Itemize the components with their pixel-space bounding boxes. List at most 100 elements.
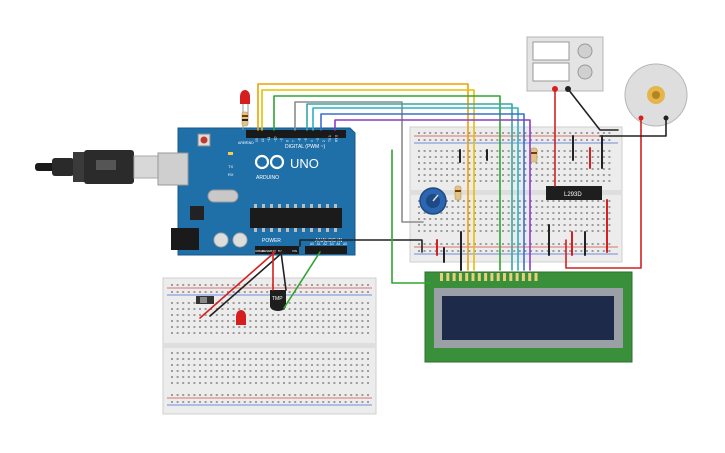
breadboard-hole[interactable] <box>333 284 336 286</box>
breadboard-hole[interactable] <box>507 139 510 141</box>
breadboard-hole[interactable] <box>479 139 482 141</box>
breadboard-hole[interactable] <box>530 206 532 208</box>
breadboard-hole[interactable] <box>187 382 190 384</box>
breadboard-hole[interactable] <box>361 401 364 403</box>
breadboard-hole[interactable] <box>327 326 330 328</box>
breadboard-hole[interactable] <box>260 376 263 378</box>
breadboard-hole[interactable] <box>423 132 426 134</box>
breadboard-hole[interactable] <box>580 224 583 226</box>
breadboard-hole[interactable] <box>238 401 241 403</box>
breadboard-hole[interactable] <box>322 284 325 286</box>
breadboard-hole[interactable] <box>299 394 302 396</box>
breadboard-hole[interactable] <box>361 314 364 316</box>
breadboard-hole[interactable] <box>193 401 196 403</box>
breadboard-hole[interactable] <box>288 370 291 372</box>
breadboard-hole[interactable] <box>249 358 252 360</box>
breadboard-hole[interactable] <box>266 326 269 328</box>
breadboard-hole[interactable] <box>468 180 471 182</box>
breadboard-hole[interactable] <box>552 150 555 152</box>
breadboard-hole[interactable] <box>367 376 369 378</box>
breadboard-hole[interactable] <box>524 230 527 232</box>
breadboard-hole[interactable] <box>311 284 313 286</box>
breadboard-hole[interactable] <box>462 212 465 214</box>
breadboard-hole[interactable] <box>277 382 280 384</box>
breadboard-hole[interactable] <box>322 332 325 334</box>
breadboard-hole[interactable] <box>327 320 330 322</box>
breadboard-hole[interactable] <box>367 284 369 286</box>
wire-green-lcd[interactable] <box>391 149 431 284</box>
breadboard-hole[interactable] <box>418 139 420 141</box>
breadboard-hole[interactable] <box>204 401 207 403</box>
breadboard-hole[interactable] <box>361 370 364 372</box>
breadboard-hole[interactable] <box>474 132 476 134</box>
breadboard-hole[interactable] <box>299 364 302 366</box>
breadboard-hole[interactable] <box>182 320 185 322</box>
breadboard-hole[interactable] <box>602 168 605 170</box>
breadboard-hole[interactable] <box>327 302 330 304</box>
breadboard-hole[interactable] <box>546 132 549 134</box>
breadboard-hole[interactable] <box>243 401 246 403</box>
breadboard-hole[interactable] <box>513 212 516 214</box>
breadboard-hole[interactable] <box>288 291 291 293</box>
breadboard-hole[interactable] <box>524 218 527 220</box>
breadboard-hole[interactable] <box>316 314 319 316</box>
breadboard-hole[interactable] <box>299 284 302 286</box>
breadboard-hole[interactable] <box>541 218 544 220</box>
breadboard-hole[interactable] <box>451 206 454 208</box>
breadboard-hole[interactable] <box>361 320 364 322</box>
breadboard-hole[interactable] <box>602 224 605 226</box>
breadboard-hole[interactable] <box>451 230 454 232</box>
breadboard-hole[interactable] <box>249 382 252 384</box>
breadboard-hole[interactable] <box>502 132 504 134</box>
breadboard-hole[interactable] <box>507 174 510 176</box>
breadboard-hole[interactable] <box>468 218 471 220</box>
breadboard-hole[interactable] <box>451 168 454 170</box>
breadboard-hole[interactable] <box>423 250 426 252</box>
breadboard-hole[interactable] <box>552 218 555 220</box>
breadboard-hole[interactable] <box>367 382 369 384</box>
breadboard-hole[interactable] <box>199 284 201 286</box>
breadboard-hole[interactable] <box>204 376 207 378</box>
breadboard-hole[interactable] <box>361 382 364 384</box>
breadboard-hole[interactable] <box>215 326 218 328</box>
breadboard-hole[interactable] <box>485 180 488 182</box>
breadboard-hole[interactable] <box>182 302 185 304</box>
breadboard-hole[interactable] <box>322 382 325 384</box>
breadboard-hole[interactable] <box>507 250 510 252</box>
breadboard-hole[interactable] <box>316 382 319 384</box>
breadboard-hole[interactable] <box>249 364 252 366</box>
breadboard-hole[interactable] <box>468 230 471 232</box>
breadboard-hole[interactable] <box>339 376 341 378</box>
breadboard-hole[interactable] <box>591 243 594 245</box>
breadboard-hole[interactable] <box>479 132 482 134</box>
breadboard-hole[interactable] <box>305 382 308 384</box>
breadboard-hole[interactable] <box>221 284 224 286</box>
breadboard-hole[interactable] <box>563 168 566 170</box>
led-red-bottom[interactable] <box>236 310 246 325</box>
breadboard-hole[interactable] <box>490 139 493 141</box>
breadboard-hole[interactable] <box>283 364 285 366</box>
breadboard-hole[interactable] <box>513 200 516 202</box>
breadboard-hole[interactable] <box>344 382 347 384</box>
breadboard-hole[interactable] <box>249 308 252 310</box>
lcd-pin[interactable] <box>521 273 525 281</box>
breadboard-hole[interactable] <box>210 320 213 322</box>
breadboard-hole[interactable] <box>479 212 482 214</box>
breadboard-hole[interactable] <box>260 326 263 328</box>
breadboard-hole[interactable] <box>176 291 179 293</box>
breadboard-hole[interactable] <box>558 174 560 176</box>
breadboard-hole[interactable] <box>423 168 426 170</box>
breadboard-hole[interactable] <box>344 352 347 354</box>
breadboard-hole[interactable] <box>322 302 325 304</box>
breadboard-hole[interactable] <box>558 243 560 245</box>
breadboard-hole[interactable] <box>238 284 241 286</box>
breadboard-hole[interactable] <box>574 132 577 134</box>
breadboard-hole[interactable] <box>277 364 280 366</box>
breadboard-hole[interactable] <box>187 376 190 378</box>
breadboard-hole[interactable] <box>182 401 185 403</box>
breadboard-hole[interactable] <box>316 332 319 334</box>
breadboard-hole[interactable] <box>283 352 285 354</box>
breadboard-hole[interactable] <box>277 370 280 372</box>
breadboard-hole[interactable] <box>507 224 510 226</box>
breadboard-hole[interactable] <box>524 174 527 176</box>
